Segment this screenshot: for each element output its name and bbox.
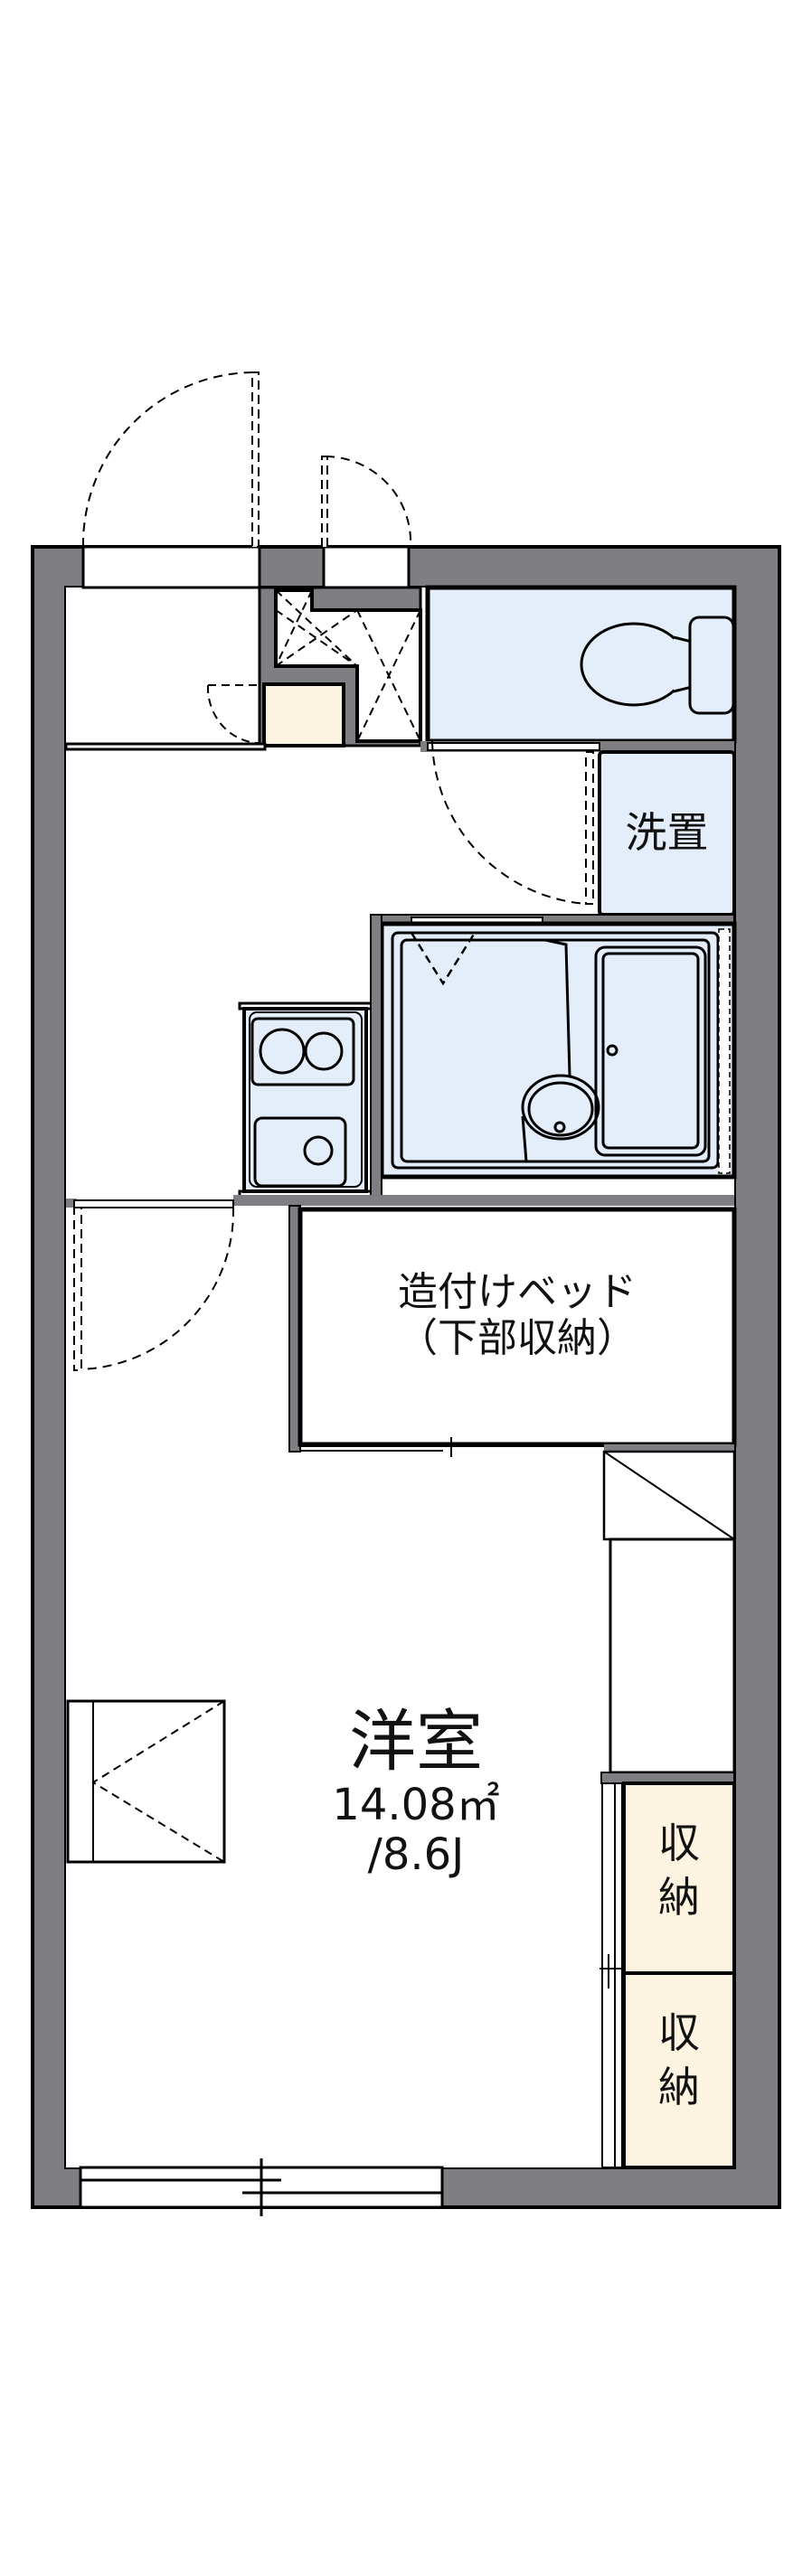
stove-burner-icon — [304, 1031, 344, 1071]
built-in-bed-label: 造付けベッド （下部収納） — [300, 1269, 734, 1361]
storage-closet-2 — [622, 1971, 736, 2169]
storage-2-char2: 納 — [658, 2062, 700, 2111]
storage-1-char1: 収 — [658, 1819, 700, 1867]
storage-1-char2: 納 — [658, 1872, 700, 1922]
air-conditioner-icon — [66, 1699, 226, 1864]
storage-1-label: 収 納 — [624, 1817, 734, 1925]
storage-2-char1: 収 — [658, 2008, 700, 2057]
washer-space-label: 洗置 — [625, 808, 709, 857]
built-in-bed-line2: （下部収納） — [398, 1314, 637, 1361]
storage-closet-1 — [622, 1782, 736, 1975]
room-name: 洋室 — [349, 1703, 483, 1781]
wash-basin-icon — [521, 938, 600, 1162]
built-in-bed — [297, 1207, 737, 1447]
room-size-jo: /8.6J — [367, 1829, 465, 1881]
stove-burner-icon — [259, 1028, 306, 1075]
room-area: 14.08㎡ — [332, 1780, 500, 1831]
sink-drain-icon — [303, 1135, 334, 1166]
entrance-door-swing — [81, 371, 256, 548]
toilet-icon — [580, 616, 735, 715]
kitchen-unit — [238, 1001, 374, 1199]
shoe-cabinet — [262, 682, 345, 747]
built-in-bed-line1: 造付けベッド — [398, 1269, 637, 1315]
entrance-door-opening — [81, 545, 261, 589]
western-room-label: 洋室 14.08㎡ /8.6J — [298, 1703, 533, 1881]
bathtub-icon — [594, 945, 707, 1157]
storage-2-label: 収 納 — [624, 2007, 734, 2115]
